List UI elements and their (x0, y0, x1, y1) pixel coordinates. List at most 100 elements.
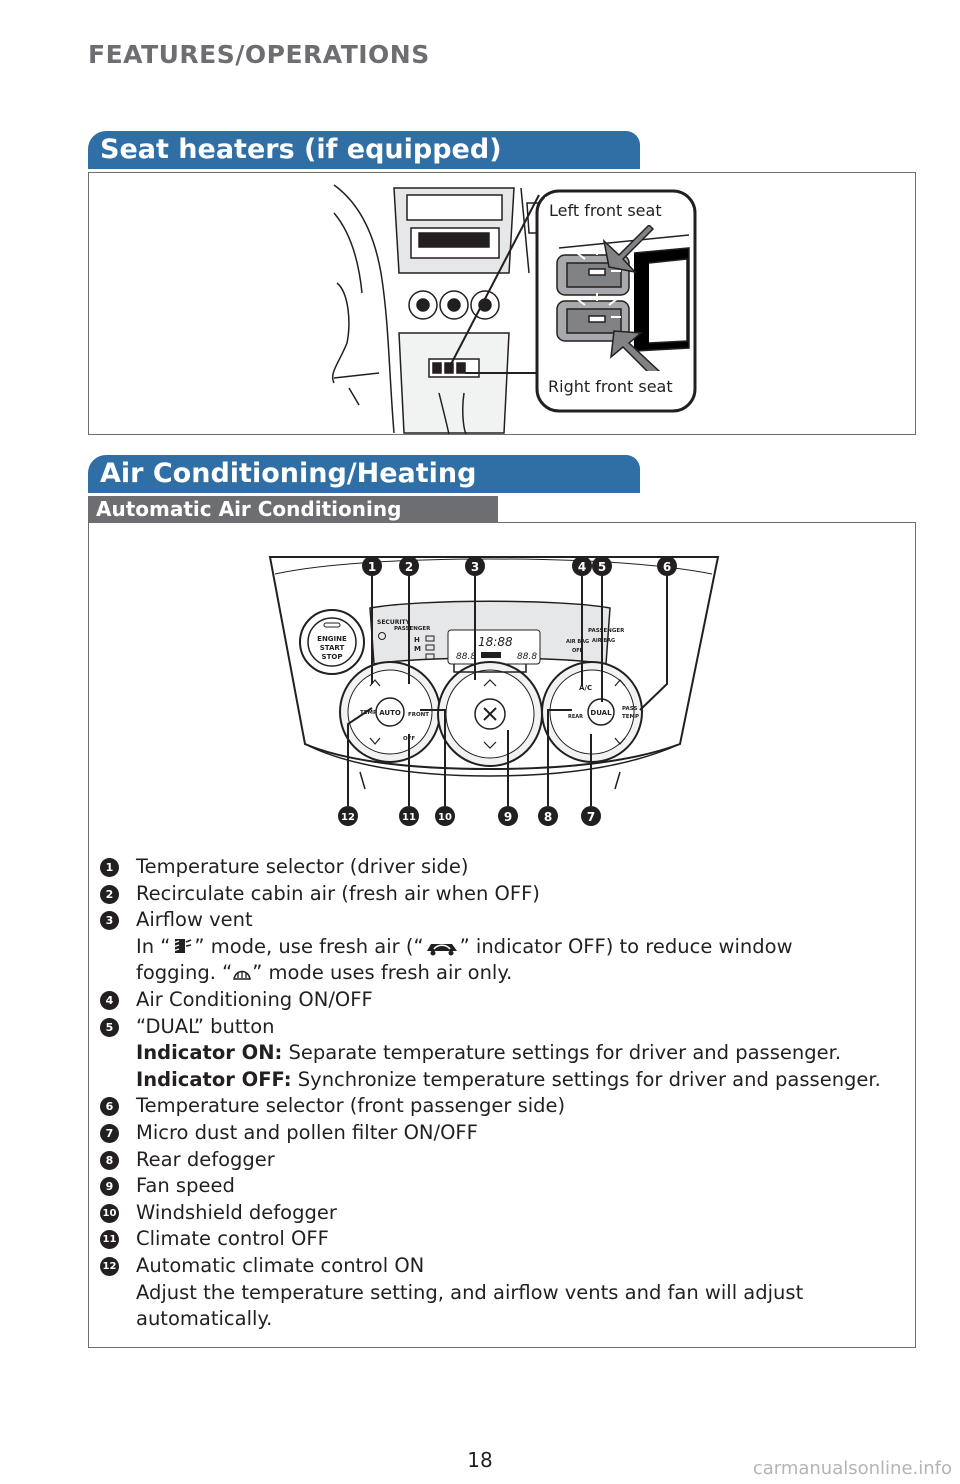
temp-label-left: TEMP (360, 710, 377, 716)
item-number: 11 (100, 1230, 119, 1250)
callout-8: 8 (544, 810, 552, 824)
item-text: Rear defogger (136, 1147, 275, 1171)
list-item: 8 Rear defogger (100, 1147, 900, 1174)
page-number: 18 (467, 1448, 493, 1472)
note-text: Synchronize temperature settings for dri… (291, 1067, 881, 1091)
rear-label: REAR (568, 714, 583, 720)
clock-readout: 18:88 (478, 635, 513, 649)
item-number: 2 (100, 884, 119, 904)
passenger-label-left: PASSENGER (394, 626, 431, 632)
h-label: H (414, 636, 420, 644)
item-text: Recirculate cabin air (fresh air when OF… (136, 881, 540, 905)
note-text: fogging. “ (136, 961, 233, 985)
left-front-seat-label: Left front seat (549, 201, 662, 220)
recirculate-icon (426, 944, 457, 956)
item-number: 1 (100, 858, 119, 877)
item-text: Climate control OFF (136, 1227, 329, 1251)
item-text: Temperature selector (front passenger si… (136, 1094, 566, 1118)
list-item: 10 Windshield defogger (100, 1200, 900, 1227)
temp-right-readout: 88.8 (517, 652, 537, 662)
pass-label: PASS (622, 706, 637, 712)
airbag-label-left: AIR BAG (566, 639, 589, 645)
note-text: ” mode uses fresh air only. (252, 961, 513, 985)
callout-1: 1 (368, 560, 376, 574)
item-12-note: Adjust the temperature setting, and airf… (136, 1280, 804, 1331)
callout-12: 12 (341, 812, 355, 823)
note-text: ” indicator OFF) to reduce window (459, 934, 793, 958)
item-3-note: In “ ” mode, use fresh air (“ ” indicator … (136, 934, 900, 961)
note-text: ” mode, use fresh air (“ (194, 934, 424, 958)
list-item: 3 Airflow vent In “ ” mode, use fresh air … (100, 907, 900, 987)
temp-left-readout: 88.8 (456, 652, 476, 662)
item-5-off: Indicator OFF: Synchronize temperature s… (136, 1067, 900, 1094)
feature-list: 1 Temperature selector (driver side) 2 Rec… (100, 854, 900, 1333)
note-text: In “ (136, 934, 171, 958)
ac-box (88, 522, 916, 1348)
item-text: Automatic climate control ON (136, 1253, 425, 1277)
seat-heaters-box: Left front seat Right front seat (88, 172, 916, 435)
list-item: 6 Temperature selector (front passenger s… (100, 1093, 900, 1120)
front-label: FRONT (408, 712, 429, 718)
note-label: Indicator ON: (136, 1041, 283, 1065)
item-number: 10 (100, 1203, 119, 1223)
item-text: Fan speed (136, 1174, 235, 1198)
section-header: FEATURES/OPERATIONS (88, 40, 430, 69)
watermark: carmanualsonline.info (752, 1458, 952, 1479)
note-label: Indicator OFF: (136, 1067, 292, 1091)
start-label: START (320, 644, 345, 652)
engine-label: ENGINE (317, 635, 347, 643)
callout-9: 9 (504, 810, 512, 824)
callout-10: 10 (438, 812, 452, 823)
dual-label: DUAL (590, 709, 612, 717)
item-number: 7 (100, 1123, 119, 1143)
seat-heaters-title: Seat heaters (if equipped) (100, 134, 502, 165)
list-item: 5 “DUAL” button Indicator ON: Separate te… (100, 1014, 900, 1094)
climate-panel-illustration: SECURITY PASSENGER H M 18:88 88.8 88.8 A… (268, 556, 720, 826)
right-front-seat-label: Right front seat (548, 377, 673, 396)
callout-7: 7 (587, 810, 595, 824)
callout-5: 5 (598, 560, 606, 574)
m-label: M (414, 645, 421, 653)
ac-label: A/C (579, 684, 592, 692)
list-item: 11 Climate control OFF (100, 1226, 900, 1253)
list-item: 7 Micro dust and pollen filter ON/OFF (100, 1120, 900, 1147)
airbag-off-label: OFF (572, 648, 583, 654)
ac-tab: Air Conditioning/Heating (88, 455, 640, 493)
item-text: Temperature selector (driver side) (136, 855, 469, 878)
item-number: 8 (100, 1150, 119, 1170)
item-text: Air Conditioning ON/OFF (136, 987, 373, 1011)
callout-3: 3 (471, 560, 479, 574)
callout-4: 4 (578, 560, 586, 574)
passenger-label-right: PASSENGER (588, 628, 625, 634)
pass-temp-label: TEMP (622, 714, 639, 720)
callouts-top: 1 2 3 4 5 6 (362, 556, 677, 576)
item-number: 12 (100, 1256, 119, 1276)
stop-label: STOP (322, 653, 343, 661)
list-item: 12 Automatic climate control ON Adjust th… (100, 1253, 900, 1333)
callouts-bottom: 12 11 10 9 8 7 (338, 806, 601, 826)
item-number: 3 (100, 911, 119, 931)
callout-2: 2 (405, 560, 413, 574)
item-number: 6 (100, 1097, 119, 1117)
seat-heater-illustration: Left front seat Right front seat (332, 184, 697, 434)
item-text: Airflow vent (136, 908, 253, 932)
list-item: 2 Recirculate cabin air (fresh air when O… (100, 881, 900, 908)
auto-label: AUTO (379, 709, 401, 717)
item-number: 4 (100, 990, 119, 1010)
ac-subtitle: Automatic Air Conditioning (88, 496, 498, 522)
item-5-on: Indicator ON: Separate temperature setti… (136, 1040, 900, 1067)
note-text: Separate temperature settings for driver… (282, 1041, 842, 1065)
seat-heaters-tab: Seat heaters (if equipped) (88, 131, 640, 169)
list-item: 1 Temperature selector (driver side) (100, 854, 900, 881)
item-text: “DUAL” button (136, 1014, 275, 1038)
item-3-note-2: fogging. “ ” mode uses fresh air only. (136, 960, 900, 987)
airbag-label-right: AIR BAG (592, 638, 615, 644)
list-item: 9 Fan speed (100, 1173, 900, 1200)
item-text: Micro dust and pollen filter ON/OFF (136, 1120, 478, 1144)
ac-title: Air Conditioning/Heating (100, 458, 477, 489)
item-number: 9 (100, 1177, 119, 1197)
item-text: Windshield defogger (136, 1200, 337, 1224)
callout-6: 6 (663, 560, 671, 574)
item-number: 5 (100, 1017, 119, 1037)
defrost-mode-icon (233, 970, 252, 980)
